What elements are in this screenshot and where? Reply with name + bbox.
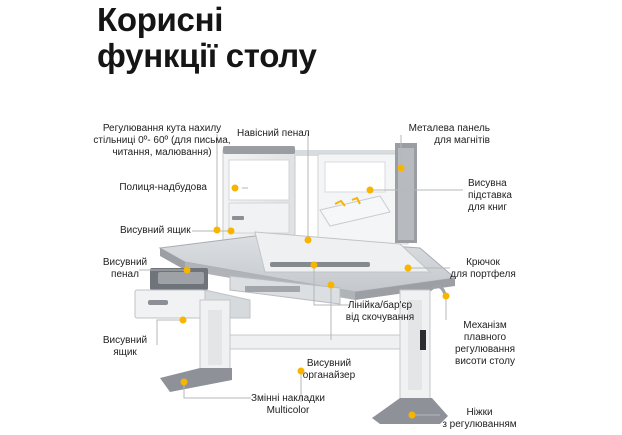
leader-lines xyxy=(139,133,463,416)
desk-frame xyxy=(160,284,448,424)
marker-book-stand xyxy=(366,186,374,194)
label-book-stand: Висувна підставка для книг xyxy=(468,178,512,213)
label-lift-mechanism: Механізм плавного регулювання висоти сто… xyxy=(454,320,516,367)
marker-organizer xyxy=(327,281,335,289)
title-line-1: Корисні xyxy=(97,1,224,38)
marker-hook xyxy=(404,264,412,272)
marker-lift-mechanism xyxy=(442,292,450,300)
feature-markers xyxy=(179,164,450,419)
label-covers: Змінні накладки Multicolor xyxy=(251,393,325,416)
label-organizer: Висувний органайзер xyxy=(302,358,356,381)
marker-side-pencil-case xyxy=(183,266,191,274)
page-title: Корисні функції столу xyxy=(97,2,317,74)
label-ruler: Лінійка/бар'єр від скочування xyxy=(345,300,415,323)
label-feet: Ніжки з регулюванням xyxy=(442,407,517,430)
label-hook: Крючок для портфеля xyxy=(450,257,516,280)
marker-shelf xyxy=(231,184,239,192)
label-pencil-case-top: Навісний пенал xyxy=(237,128,310,139)
label-side-pencil-case: Висувний пенал xyxy=(102,257,148,280)
hutch-shelf xyxy=(222,143,417,245)
label-magnet-panel: Металева панель для магнітів xyxy=(408,123,490,146)
marker-tilt xyxy=(213,226,221,234)
label-top-drawer: Висувний ящик xyxy=(120,225,191,236)
marker-ruler xyxy=(310,261,318,269)
title-line-2: функції столу xyxy=(97,37,317,74)
label-side-drawer: Висувний ящик xyxy=(102,335,148,358)
marker-covers xyxy=(180,378,188,386)
label-shelf: Полиця-надбудова xyxy=(119,182,207,193)
marker-feet xyxy=(408,411,416,419)
marker-top-drawer xyxy=(227,227,235,235)
marker-pencil-case-top xyxy=(304,236,312,244)
marker-side-drawer xyxy=(179,316,187,324)
marker-magnet-panel xyxy=(397,164,405,172)
marker-organizer-lower xyxy=(297,367,305,375)
label-tilt: Регулювання кута нахилу стільниці 0º- 60… xyxy=(93,123,231,158)
